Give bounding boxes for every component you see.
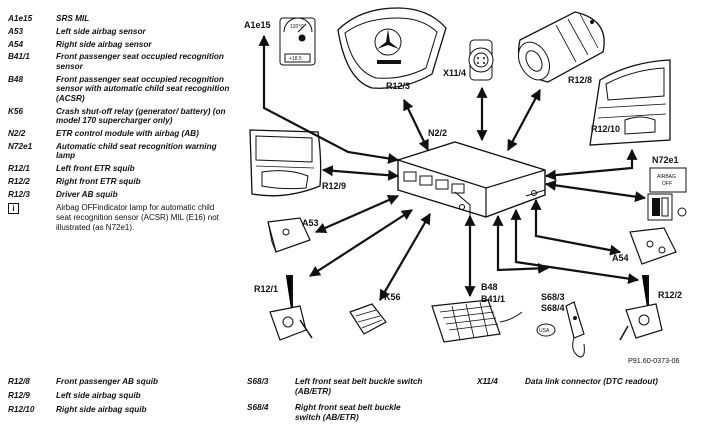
seat-belt-buckle-switch: [536, 301, 585, 358]
left-side-airbag-sensor: [267, 217, 311, 253]
connection-arrows: [258, 34, 647, 301]
right-etr-squib: [619, 275, 663, 341]
legend-code: N72e1: [8, 141, 33, 151]
right-side-airbag-sensor: [629, 227, 677, 265]
figure-reference-code: P91.60-0373-06: [628, 356, 680, 365]
legend-code: A1e15: [8, 14, 33, 23]
legend-desc: Front passenger seat occupied recognitio…: [56, 74, 230, 103]
passenger-airbag: [517, 11, 605, 83]
legend-item: S68/4 Right front seat belt buckle switch…: [247, 403, 425, 422]
child-seat-warning-lamp: [647, 167, 687, 221]
label-n72e1: N72e1: [652, 155, 679, 165]
legend-code: B41/1: [8, 52, 30, 62]
usa-badge: USA: [539, 328, 550, 334]
legend-desc: Front passenger seat occupied recognitio…: [56, 52, 224, 71]
legend-code: B48: [8, 74, 24, 84]
legend-desc: Right front seat belt buckle switch (AB/…: [295, 403, 401, 422]
label-b41-1: B41/1: [481, 294, 505, 304]
crash-shutoff-relay: [349, 303, 387, 335]
legend-item: R12/9 Left side airbag squib: [8, 391, 216, 401]
legend-desc: Data link connector (DTC readout): [525, 377, 658, 386]
lamp-text-line2: OFF: [662, 181, 672, 187]
gauge-temp-text: 120°C: [290, 24, 304, 30]
legend-item: K56 Crash shut-off relay (generator/ batt…: [8, 107, 248, 126]
legend-code: R12/3: [8, 189, 30, 199]
legend-code: N2/2: [8, 129, 26, 139]
legend-item: X11/4 Data link connector (DTC readout): [477, 377, 695, 387]
legend-item: A54 Right side airbag sensor: [8, 40, 248, 50]
legend-item: B48 Front passenger seat occupied recogni…: [8, 75, 248, 104]
legend-desc: ETR control module with airbag (AB): [56, 129, 199, 139]
data-link-connector: [468, 39, 494, 81]
legend-item: N2/2 ETR control module with airbag (AB): [8, 129, 248, 139]
label-a54: A54: [612, 253, 629, 263]
legend-desc: Left front ETR squib: [56, 164, 135, 174]
label-n2-2: N2/2: [428, 128, 447, 138]
label-r12-1: R12/1: [254, 284, 278, 294]
label-s68-3: S68/3: [541, 292, 565, 302]
legend-desc: Right side airbag squib: [56, 405, 147, 414]
legend-item: N72e1 Automatic child seat recognition wa…: [8, 142, 248, 161]
label-a53: A53: [302, 218, 319, 228]
legend-code: R12/10: [8, 405, 35, 414]
right-door-side-airbag: [589, 59, 671, 146]
info-icon: i: [8, 203, 19, 215]
legend-item: R12/2 Right front ETR squib: [8, 177, 248, 187]
legend-desc: Right front ETR squib: [56, 177, 141, 186]
legend-item: R12/1 Left front ETR squib: [8, 164, 248, 174]
legend-desc: Left side airbag squib: [56, 391, 141, 400]
label-r12-10: R12/10: [591, 124, 620, 134]
lamp-text-line1: AIRBAG: [657, 174, 676, 180]
label-b48: B48: [481, 282, 498, 292]
legend-item: R12/3 Driver AB squib: [8, 190, 248, 200]
etr-control-module: [397, 141, 546, 218]
legend-code: R12/8: [8, 377, 30, 386]
legend-code: R12/2: [8, 177, 30, 186]
label-r12-8: R12/8: [568, 75, 592, 85]
legend-desc: Automatic child seat recognition warning…: [56, 141, 217, 161]
left-etr-squib: [269, 275, 313, 341]
label-r12-2: R12/2: [658, 290, 682, 300]
label-r12-3: R12/3: [386, 81, 410, 91]
legend-desc: Driver AB squib: [56, 189, 118, 199]
legend-item: A1e15 SRS MIL: [8, 14, 248, 24]
legend-code: R12/1: [8, 164, 30, 174]
info-note-text: Airbag OFFindicator lamp for automatic c…: [56, 203, 219, 232]
legend-item: B41/1 Front passenger seat occupied recog…: [8, 52, 248, 71]
legend-desc: Left side airbag sensor: [56, 26, 146, 36]
legend-code: R12/9: [8, 391, 30, 400]
label-k56: K56: [384, 292, 401, 302]
legend-code: A54: [8, 39, 24, 49]
legend-item: R12/10 Right side airbag squib: [8, 405, 216, 415]
label-a1e15: A1e15: [244, 20, 271, 30]
legend-item: A53 Left side airbag sensor: [8, 27, 248, 37]
seat-occupancy-sensor-mat: [431, 299, 523, 343]
legend-desc: Right side airbag sensor: [56, 39, 152, 49]
label-r12-9: R12/9: [322, 181, 346, 191]
legend-code: A53: [8, 26, 24, 36]
srs-component-diagram: 120°C +18.5: [244, 7, 687, 358]
legend-desc: SRS MIL: [56, 14, 90, 23]
legend-item: S68/3 Left front seat belt buckle switch …: [247, 377, 425, 396]
left-door-side-airbag: [249, 129, 322, 197]
gauge-value-text: +18.5: [289, 56, 302, 62]
legend-desc: Crash shut-off relay (generator/ battery…: [56, 106, 226, 126]
legend-item: R12/8 Front passenger AB squib: [8, 377, 216, 387]
legend-code: X11/4: [477, 377, 498, 386]
legend-code: S68/3: [247, 377, 269, 386]
info-note: i Airbag OFFindicator lamp for automatic…: [8, 203, 248, 232]
label-s68-4: S68/4: [541, 303, 565, 313]
legend-code: S68/4: [247, 403, 269, 412]
label-x11-4: X11/4: [443, 68, 466, 78]
legend-desc: Left front seat belt buckle switch (AB/E…: [295, 377, 423, 396]
legend-code: K56: [8, 106, 24, 116]
legend-desc: Front passenger AB squib: [56, 377, 159, 386]
driver-airbag: [337, 7, 447, 89]
